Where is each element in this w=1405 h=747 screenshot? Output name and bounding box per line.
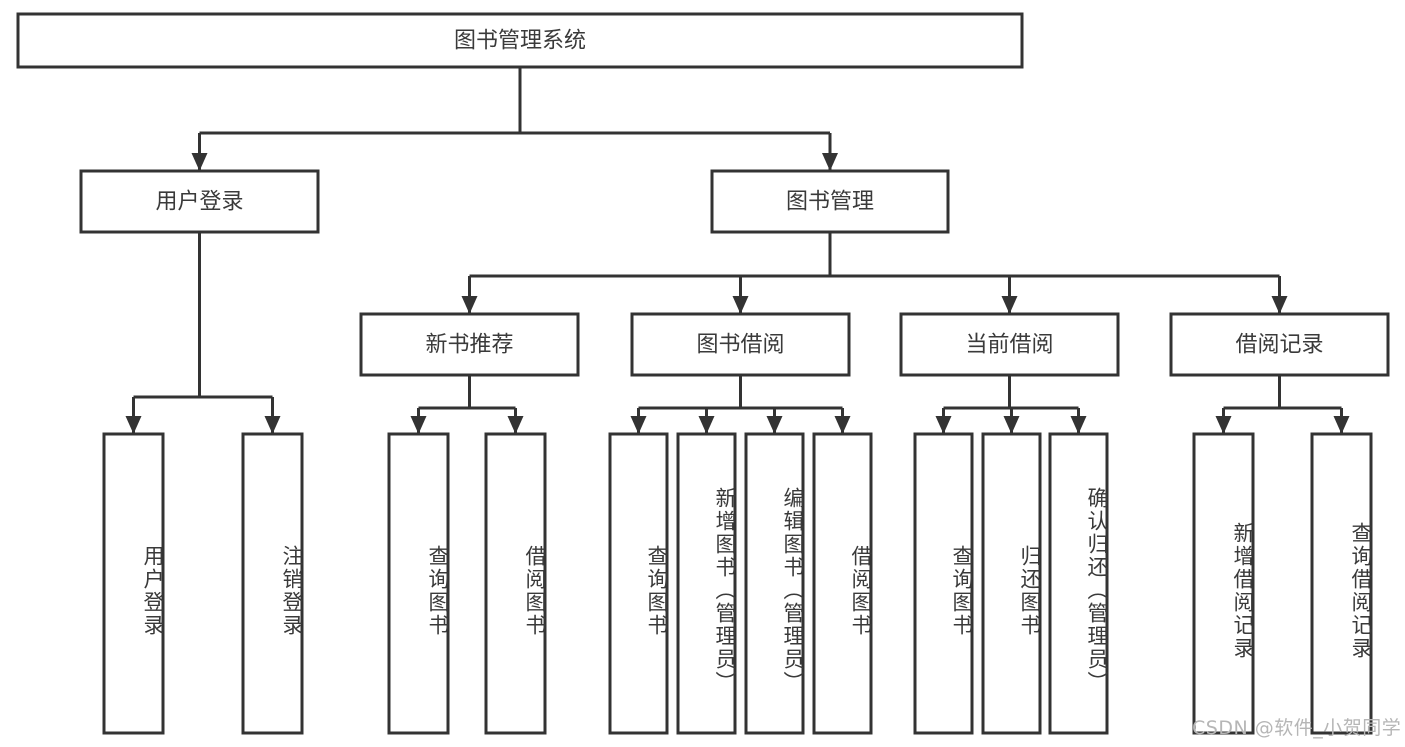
arrow-head-icon: [935, 416, 952, 434]
leaf-node-box[interactable]: [981, 432, 1042, 735]
root-node-label: 图书管理系统: [454, 29, 586, 54]
leaf-node-box[interactable]: [1048, 432, 1109, 735]
node-box-layer: [16, 12, 1390, 735]
leaf-node-box[interactable]: [1310, 432, 1373, 735]
arrow-head-icon: [822, 153, 838, 171]
arrow-head-icon: [1333, 416, 1350, 434]
connector-layer: [125, 67, 1350, 434]
arrow-head-icon: [507, 416, 524, 434]
level1-node-label: 图书管理: [786, 190, 874, 215]
level2-node-box[interactable]: [1169, 312, 1390, 377]
leaf-node-box[interactable]: [676, 432, 737, 735]
arrow-head-icon: [1271, 296, 1288, 314]
level1-node-label: 用户登录: [155, 190, 243, 215]
level2-node-label: 当前借阅: [965, 333, 1053, 358]
arrow-head-icon: [1001, 296, 1018, 314]
level2-node-box[interactable]: [899, 312, 1120, 377]
arrow-head-icon: [1215, 416, 1232, 434]
arrow-head-icon: [191, 153, 208, 171]
arrow-head-icon: [410, 416, 427, 434]
level2-node-label: 新书推荐: [425, 333, 513, 358]
arrow-head-icon: [834, 416, 851, 434]
level2-node-label: 图书借阅: [696, 333, 784, 358]
root-node-box[interactable]: [16, 12, 1024, 69]
arrow-head-icon: [766, 416, 783, 434]
level2-node-box[interactable]: [630, 312, 851, 377]
leaf-node-box[interactable]: [102, 432, 165, 735]
leaf-node-box[interactable]: [812, 432, 873, 735]
leaf-node-box[interactable]: [913, 432, 974, 735]
arrow-head-icon: [264, 416, 281, 434]
leaf-node-box[interactable]: [241, 432, 304, 735]
arrow-head-icon: [732, 296, 749, 314]
leaf-node-box[interactable]: [608, 432, 669, 735]
leaf-node-box[interactable]: [484, 432, 547, 735]
arrow-head-icon: [630, 416, 647, 434]
csdn-watermark: CSDN @软件_小贺同学: [1192, 717, 1402, 739]
level2-node-label: 借阅记录: [1235, 333, 1323, 358]
arrow-head-icon: [698, 416, 715, 434]
level1-node-box[interactable]: [710, 169, 950, 234]
leaf-node-box[interactable]: [1192, 432, 1255, 735]
level1-node-box[interactable]: [79, 169, 320, 234]
arrow-head-icon: [1003, 416, 1020, 434]
leaf-node-box[interactable]: [744, 432, 805, 735]
level2-node-box[interactable]: [359, 312, 580, 377]
arrow-head-icon: [461, 296, 478, 314]
arrow-head-icon: [1070, 416, 1087, 434]
arrow-head-icon: [125, 416, 142, 434]
leaf-node-box[interactable]: [387, 432, 450, 735]
